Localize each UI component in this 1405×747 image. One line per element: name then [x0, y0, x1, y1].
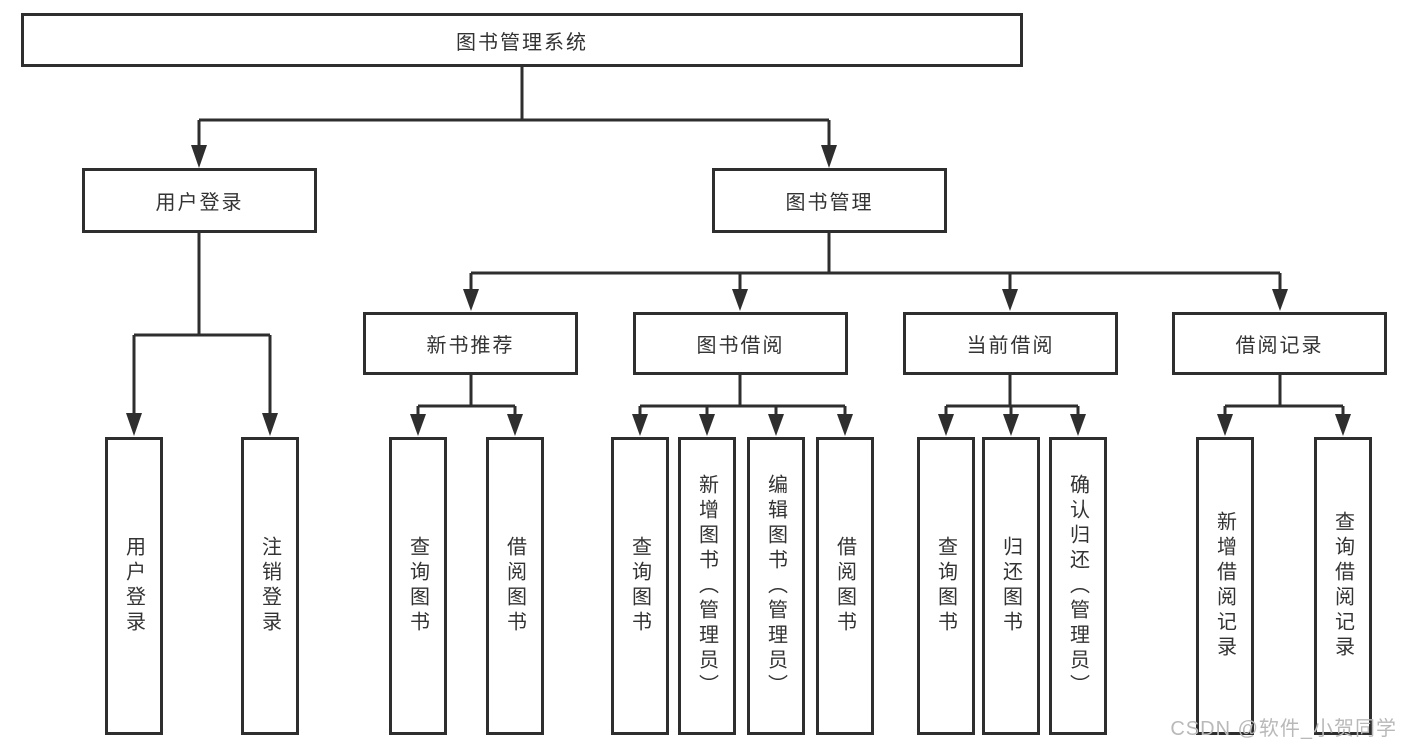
arrowheads — [126, 145, 1351, 436]
node-book-management: 图书管理 — [712, 168, 947, 233]
csdn-watermark: CSDN @软件_小贺同学 — [1170, 718, 1397, 740]
leaf-user-login: 用户登录 — [105, 437, 163, 735]
leaf-query-books-borrow: 查询图书 — [611, 437, 669, 735]
node-borrow-records: 借阅记录 — [1172, 312, 1387, 375]
leaf-add-books-admin: 新增图书（管理员） — [678, 437, 736, 735]
leaf-return-books: 归还图书 — [982, 437, 1040, 735]
leaf-query-borrow-record: 查询借阅记录 — [1314, 437, 1372, 735]
node-user-login: 用户登录 — [82, 168, 317, 233]
leaf-add-borrow-record: 新增借阅记录 — [1196, 437, 1254, 735]
leaf-logout: 注销登录 — [241, 437, 299, 735]
leaf-query-books-recommend: 查询图书 — [389, 437, 447, 735]
leaf-query-books-current: 查询图书 — [917, 437, 975, 735]
node-book-borrow: 图书借阅 — [633, 312, 848, 375]
node-root-system: 图书管理系统 — [21, 13, 1023, 67]
leaf-borrow-books: 借阅图书 — [816, 437, 874, 735]
node-new-book-recommend: 新书推荐 — [363, 312, 578, 375]
leaf-edit-books-admin: 编辑图书（管理员） — [747, 437, 805, 735]
leaf-borrow-books-recommend: 借阅图书 — [486, 437, 544, 735]
leaf-confirm-return-admin: 确认归还（管理员） — [1049, 437, 1107, 735]
node-current-borrow: 当前借阅 — [903, 312, 1118, 375]
